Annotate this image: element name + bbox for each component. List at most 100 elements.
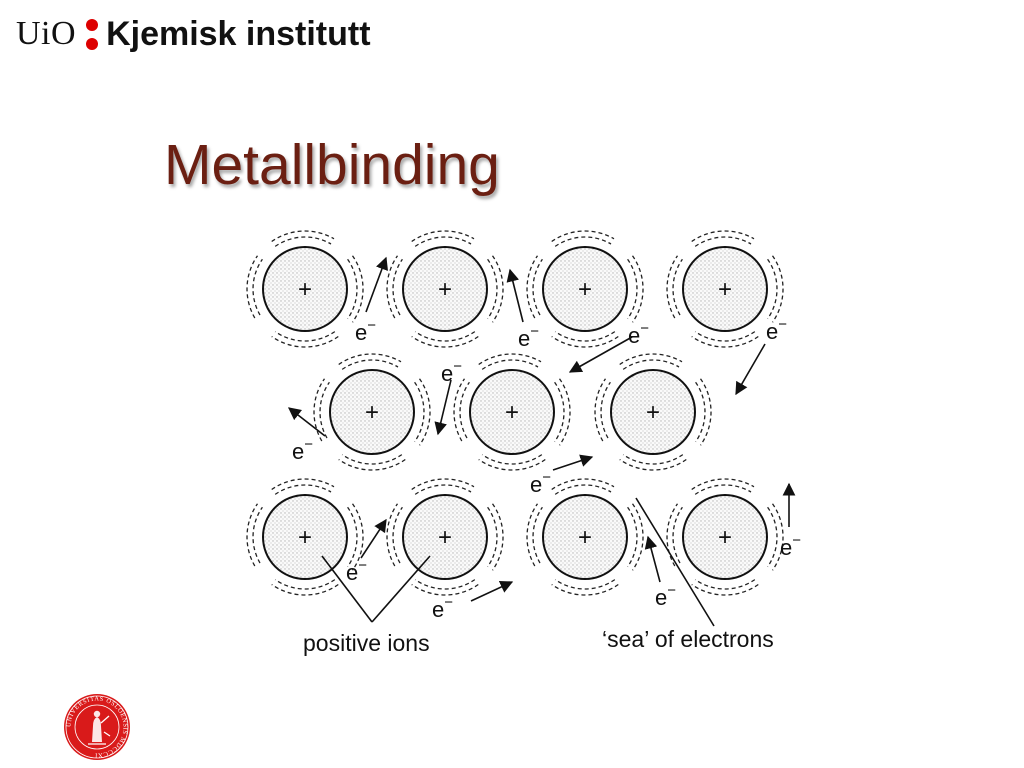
electron-cloud-arc [386,255,399,319]
electron-cloud-arc [411,230,475,243]
header: UiO Kjemisk institutt [16,12,371,56]
electron-cloud-arc [554,381,565,443]
positive-ion: + [386,478,504,596]
electron-cloud-arc [338,458,406,471]
electron-cloud-arc [246,503,259,567]
electron-cloud-arc [271,230,335,243]
electron-cloud-arc [274,484,332,495]
positive-ions-pointer [321,555,373,623]
positive-ion: + [666,478,784,596]
electron-cloud-arc [672,506,683,564]
electron-cloud-arc [351,255,364,323]
electron-cloud-arc [274,331,336,342]
electron-cloud-arc [695,381,706,443]
electron-cloud-arc [619,353,683,366]
electron-cloud-arc [392,506,403,564]
ion-charge-symbol: + [578,276,592,303]
electron-motion-arrow [506,268,524,323]
electron-label: e− [355,317,376,345]
electron-cloud-arc [491,255,504,323]
electron-cloud-arc [699,378,712,446]
electron-cloud-arc [271,583,339,596]
electron-cloud-arc [694,236,752,247]
ion-core [402,494,488,580]
ion-core [610,369,696,455]
ion-core [542,246,628,332]
electron-cloud-arc [666,503,679,567]
ion-charge-symbol: + [718,276,732,303]
uio-logo-dots [86,18,99,50]
electron-arrows-layer [287,256,796,602]
electron-cloud-arc [338,353,402,366]
positive-ion: + [313,353,431,471]
slide-title: Metallbinding [164,133,500,197]
electron-label: e− [628,320,649,348]
uio-seal-icon: UNIVERSITAS OSLOENSIS MDCCCXI [64,694,130,760]
electron-cloud-arc [411,335,479,348]
electron-cloud-arc [319,381,330,439]
electron-label: e− [292,436,313,464]
electron-label: e− [346,557,367,585]
electron-cloud-arc [392,258,403,316]
ion-charge-symbol: + [646,399,660,426]
electron-motion-arrow [735,343,766,396]
electron-cloud-arc [551,478,615,491]
electron-cloud-arc [691,335,759,348]
electron-cloud-arc [487,258,498,320]
electron-cloud-arc [411,478,475,491]
electron-cloud-arc [246,255,259,319]
positive-ion: + [526,230,644,348]
electron-motion-arrow [470,581,514,602]
ion-core [682,494,768,580]
ion-charge-symbol: + [365,399,379,426]
electron-cloud-arc [478,458,546,471]
electron-cloud-arc [481,359,539,370]
electron-cloud-arc [341,359,399,370]
positive-ion: + [526,478,644,596]
ions-layer: +++++++++++ [246,230,784,596]
ion-charge-symbol: + [298,524,312,551]
electron-cloud-arc [252,258,263,316]
electron-cloud-arc [459,381,470,439]
electron-cloud-arc [631,255,644,323]
positive-ion: + [453,353,571,471]
department-name: Kjemisk institutt [106,14,371,53]
electron-motion-arrow [644,535,661,583]
electron-motion-arrow [360,518,387,559]
electron-cloud-arc [487,506,498,568]
sea-of-electrons-callout: ‘sea’ of electrons [602,497,774,652]
electron-cloud-arc [554,236,612,247]
electron-cloud-arc [767,506,778,568]
electron-label: e− [518,323,539,351]
electron-cloud-arc [691,583,759,596]
electron-cloud-arc [526,503,539,567]
electron-label: e− [530,469,551,497]
positive-ion: + [666,230,784,348]
electron-cloud-arc [551,335,619,348]
positive-ions-label: positive ions [303,630,430,656]
electron-cloud-arc [771,503,784,571]
electron-cloud-arc [600,381,611,439]
electron-cloud-arc [526,255,539,319]
electron-cloud-arc [274,579,336,590]
positive-ion: + [246,230,364,348]
electron-cloud-arc [478,353,542,366]
ion-core [262,246,348,332]
electron-cloud-arc [627,258,638,320]
ion-core [542,494,628,580]
electron-cloud-arc [694,331,756,342]
electron-cloud-arc [414,331,476,342]
electron-cloud-arc [414,579,476,590]
electron-cloud-arc [481,454,543,465]
positive-ions-callout: positive ions [303,555,431,656]
electron-cloud-arc [622,454,684,465]
electron-cloud-arc [347,506,358,568]
electron-cloud-arc [271,335,339,348]
electron-cloud-arc [694,579,756,590]
electron-motion-arrow [287,407,326,437]
electron-cloud-arc [631,503,644,571]
electron-cloud-arc [411,583,479,596]
electron-label: e− [780,532,801,560]
electron-cloud-arc [694,484,752,495]
electron-label: e− [766,316,787,344]
